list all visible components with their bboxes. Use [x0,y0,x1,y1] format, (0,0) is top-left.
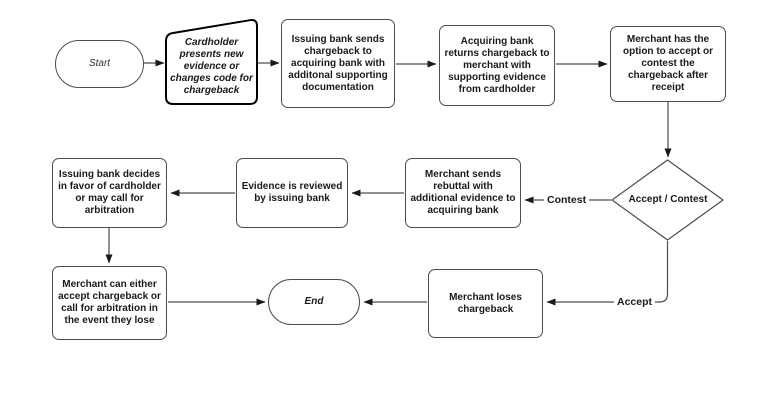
node-merchant-option: Merchant has the option to accept or con… [610,26,726,102]
node-acquiring-bank-returns: Acquiring bank returns chargeback to mer… [439,25,555,106]
decision-diamond-shape [611,159,724,241]
card-shape [165,19,258,105]
node-merchant-loses: Merchant loses chargeback [428,269,543,338]
node-cardholder-presents: Cardholder presents new evidence or chan… [170,37,253,96]
node-issuing-bank-sends: Issuing bank sends chargeback to acquiri… [281,19,395,108]
node-end: End [268,279,360,325]
node-evidence-reviewed: Evidence is reviewed by issuing bank [236,158,348,228]
node-merchant-either-accept: Merchant can either accept chargeback or… [52,266,167,340]
edge-label-accept: Accept [614,296,656,308]
arrow-decision-to-merchant-loses-accept [546,241,669,306]
node-decision-accept-contest: Accept / Contest [628,194,708,205]
node-issuing-bank-decides: Issuing bank decides in favor of cardhol… [52,158,167,228]
node-start: Start [55,40,144,88]
edge-label-contest: Contest [544,194,590,206]
node-merchant-rebuttal: Merchant sends rebuttal with additional … [405,158,521,228]
